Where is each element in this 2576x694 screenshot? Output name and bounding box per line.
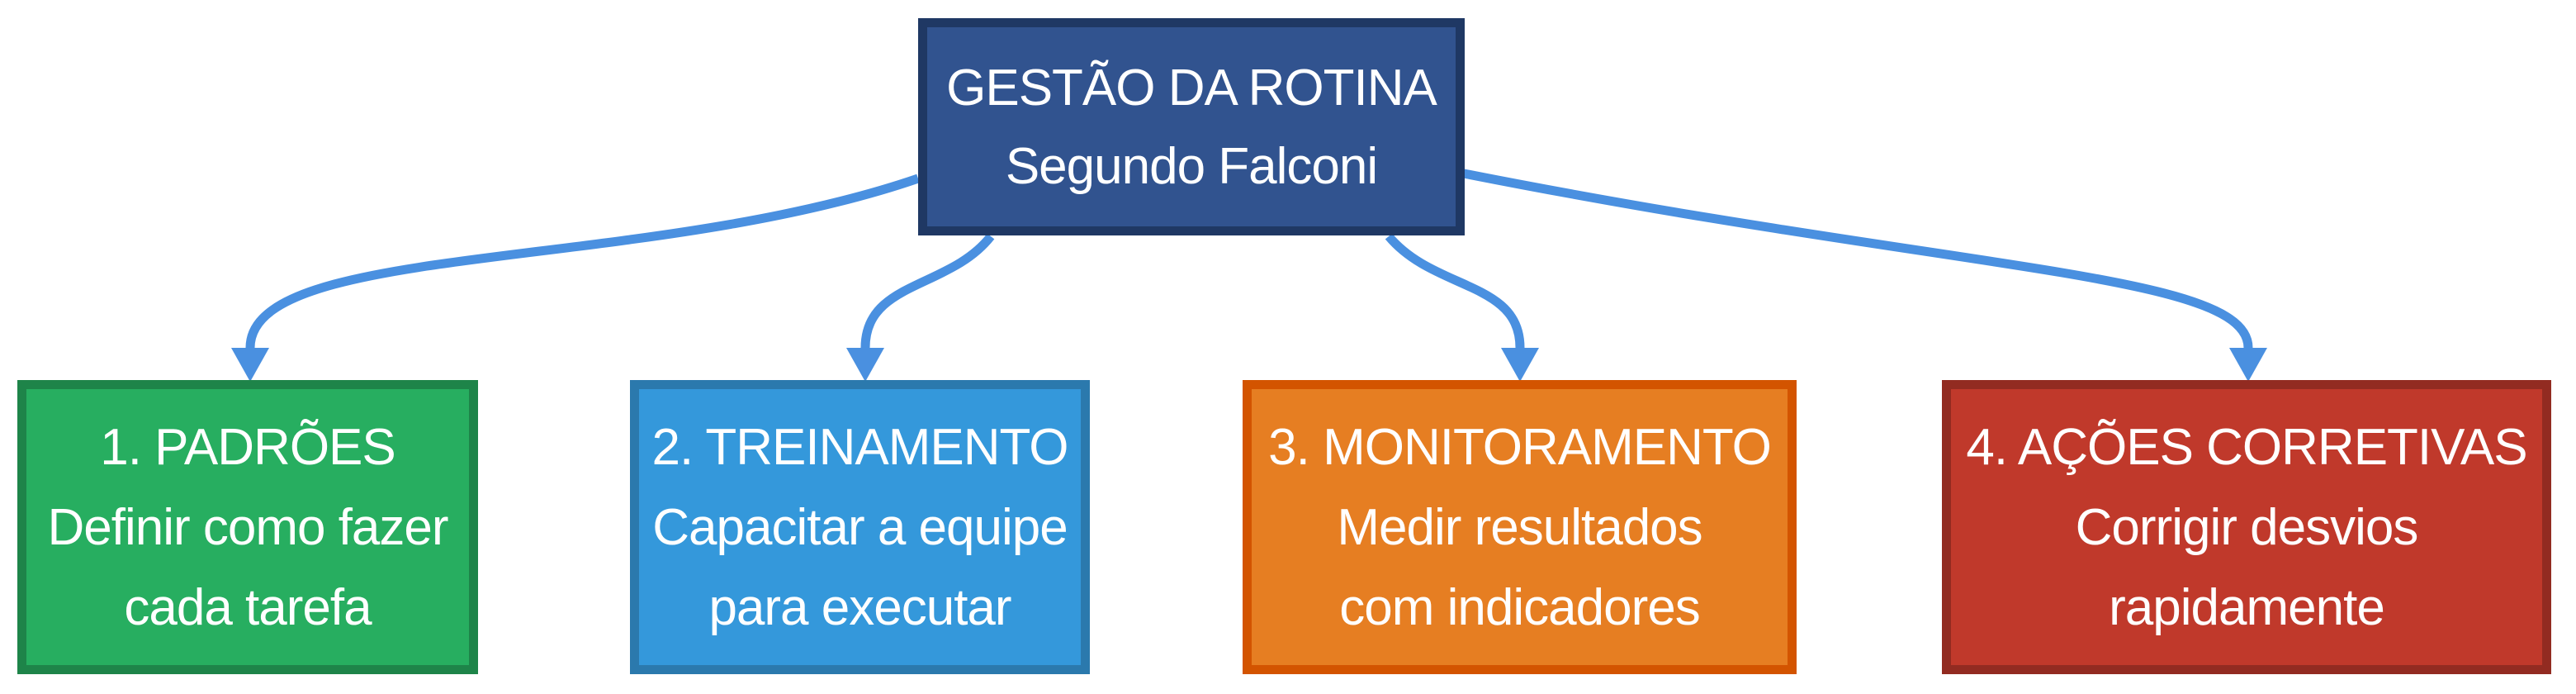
arrow-line xyxy=(245,174,920,349)
arrowhead-icon xyxy=(846,348,884,382)
node-desc-line: cada tarefa xyxy=(124,578,372,636)
arrowhead-icon xyxy=(1501,348,1539,382)
node-title: 3. MONITORAMENTO xyxy=(1268,418,1772,476)
arrow-root-to-monitoramento xyxy=(1385,233,1539,382)
node-desc-line: rapidamente xyxy=(2109,578,2385,636)
arrow-line xyxy=(1385,233,1525,349)
node-padroes: 1. PADRÕES Definir como fazer cada taref… xyxy=(17,380,478,674)
arrow-line xyxy=(1462,169,2253,349)
node-desc-line: para executar xyxy=(708,578,1011,636)
arrow-line xyxy=(860,233,995,349)
root-subtitle: Segundo Falconi xyxy=(1005,137,1378,195)
node-monitoramento: 3. MONITORAMENTO Medir resultados com in… xyxy=(1243,380,1797,674)
node-desc-line: Medir resultados xyxy=(1337,498,1702,556)
arrow-root-to-padroes xyxy=(231,174,920,382)
node-desc-line: com indicadores xyxy=(1339,578,1700,636)
node-desc-line: Definir como fazer xyxy=(47,498,448,556)
node-gestao-da-rotina: GESTÃO DA ROTINA Segundo Falconi xyxy=(918,18,1465,235)
arrowhead-icon xyxy=(231,348,269,382)
arrowhead-icon xyxy=(2229,348,2267,382)
arrow-root-to-acoes-corretivas xyxy=(1462,169,2267,382)
node-title: 4. AÇÕES CORRETIVAS xyxy=(1966,418,2527,476)
node-treinamento: 2. TREINAMENTO Capacitar a equipe para e… xyxy=(630,380,1090,674)
node-acoes-corretivas: 4. AÇÕES CORRETIVAS Corrigir desvios rap… xyxy=(1942,380,2551,674)
node-title: 2. TREINAMENTO xyxy=(651,418,1069,476)
arrow-root-to-treinamento xyxy=(846,233,995,382)
node-desc-line: Corrigir desvios xyxy=(2075,498,2419,556)
node-title: 1. PADRÕES xyxy=(100,418,396,476)
root-title: GESTÃO DA ROTINA xyxy=(946,59,1437,116)
node-desc-line: Capacitar a equipe xyxy=(652,498,1068,556)
